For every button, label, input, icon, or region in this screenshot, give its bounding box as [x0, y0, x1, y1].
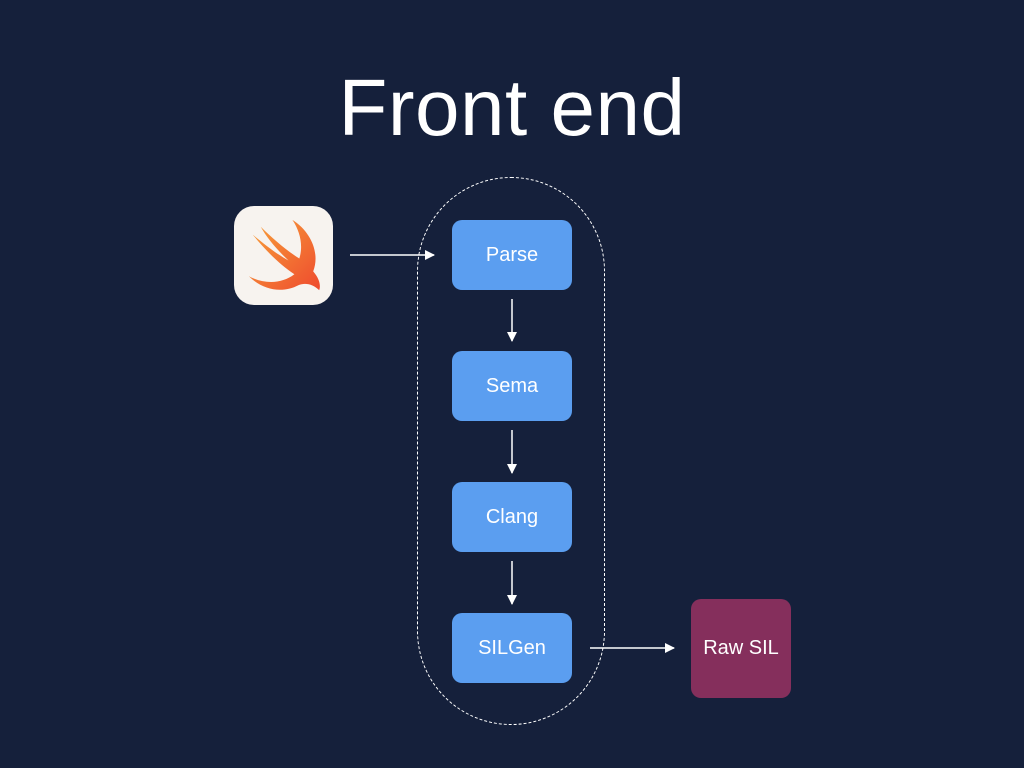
stage-parse: Parse: [452, 220, 572, 290]
frontend-group-outline: [417, 177, 605, 725]
stage-sema: Sema: [452, 351, 572, 421]
swift-logo-icon: [234, 206, 333, 305]
stage-clang: Clang: [452, 482, 572, 552]
stage-silgen: SILGen: [452, 613, 572, 683]
slide-title: Front end: [338, 63, 686, 152]
output-raw-sil: Raw SIL: [691, 599, 791, 698]
